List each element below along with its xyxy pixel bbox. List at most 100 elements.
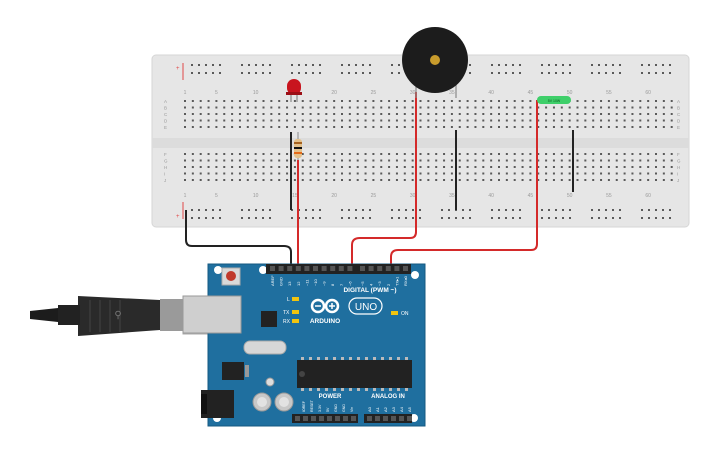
breadboard-hole[interactable] (545, 153, 548, 155)
breadboard-hole[interactable] (356, 159, 359, 162)
breadboard-hole[interactable] (325, 106, 328, 109)
rail-hole[interactable] (569, 64, 571, 66)
rail-hole[interactable] (498, 72, 500, 74)
rail-hole[interactable] (641, 64, 643, 66)
breadboard-hole[interactable] (231, 153, 234, 155)
breadboard-hole[interactable] (207, 106, 210, 109)
breadboard-hole[interactable] (207, 153, 210, 155)
breadboard-hole[interactable] (293, 172, 296, 175)
breadboard-hole[interactable] (482, 119, 485, 122)
breadboard-hole[interactable] (395, 166, 398, 168)
breadboard-hole[interactable] (317, 179, 320, 181)
breadboard-hole[interactable] (482, 100, 485, 102)
breadboard-hole[interactable] (600, 106, 603, 109)
breadboard-hole[interactable] (348, 106, 351, 109)
rail-hole[interactable] (548, 72, 550, 74)
breadboard-hole[interactable] (293, 113, 296, 115)
breadboard-hole[interactable] (411, 100, 414, 102)
breadboard-hole[interactable] (278, 100, 281, 102)
breadboard-hole[interactable] (364, 113, 367, 115)
breadboard-hole[interactable] (309, 166, 312, 168)
breadboard-hole[interactable] (537, 166, 540, 168)
breadboard-hole[interactable] (325, 100, 328, 102)
breadboard-hole[interactable] (325, 166, 328, 168)
piezo-buzzer[interactable] (402, 27, 468, 98)
breadboard-hole[interactable] (545, 179, 548, 181)
breadboard-hole[interactable] (403, 159, 406, 162)
breadboard-hole[interactable] (427, 126, 430, 128)
rail-hole[interactable] (562, 217, 564, 219)
breadboard-hole[interactable] (223, 126, 226, 128)
rail-hole[interactable] (212, 64, 214, 66)
breadboard-hole[interactable] (513, 119, 516, 122)
breadboard-hole[interactable] (552, 166, 555, 168)
breadboard-hole[interactable] (231, 179, 234, 181)
breadboard-hole[interactable] (427, 159, 430, 162)
breadboard-hole[interactable] (388, 106, 391, 109)
breadboard-hole[interactable] (372, 113, 375, 115)
breadboard-hole[interactable] (647, 126, 650, 128)
breadboard-hole[interactable] (278, 159, 281, 162)
breadboard-hole[interactable] (199, 113, 202, 115)
breadboard-hole[interactable] (568, 113, 571, 115)
breadboard-hole[interactable] (662, 159, 665, 162)
breadboard-hole[interactable] (403, 100, 406, 102)
breadboard-hole[interactable] (286, 119, 289, 122)
rail-hole[interactable] (448, 217, 450, 219)
breadboard-hole[interactable] (191, 100, 194, 102)
breadboard-hole[interactable] (231, 172, 234, 175)
breadboard-hole[interactable] (380, 126, 383, 128)
rail-hole[interactable] (555, 64, 557, 66)
breadboard-hole[interactable] (301, 166, 304, 168)
breadboard-hole[interactable] (270, 179, 273, 181)
breadboard-hole[interactable] (301, 172, 304, 175)
breadboard-hole[interactable] (238, 119, 241, 122)
rail-hole[interactable] (341, 64, 343, 66)
breadboard-hole[interactable] (568, 126, 571, 128)
breadboard-hole[interactable] (301, 119, 304, 122)
breadboard-hole[interactable] (403, 113, 406, 115)
breadboard-hole[interactable] (560, 159, 563, 162)
breadboard-hole[interactable] (498, 159, 500, 162)
breadboard-hole[interactable] (254, 166, 257, 168)
breadboard-hole[interactable] (560, 179, 563, 181)
breadboard-hole[interactable] (623, 179, 626, 181)
led[interactable] (286, 79, 302, 102)
breadboard-hole[interactable] (270, 153, 273, 155)
rail-hole[interactable] (369, 209, 371, 211)
breadboard-hole[interactable] (545, 166, 548, 168)
breadboard-hole[interactable] (364, 153, 367, 155)
breadboard-hole[interactable] (670, 179, 673, 181)
digital-pin[interactable] (385, 266, 391, 271)
breadboard-hole[interactable] (450, 166, 453, 168)
rail-hole[interactable] (312, 217, 314, 219)
rail-hole[interactable] (391, 64, 393, 66)
breadboard-hole[interactable] (309, 153, 312, 155)
rail-hole[interactable] (469, 217, 471, 219)
breadboard-hole[interactable] (435, 106, 438, 109)
digital-pin[interactable] (338, 266, 344, 271)
rail-hole[interactable] (291, 64, 293, 66)
breadboard-hole[interactable] (537, 119, 540, 122)
breadboard-hole[interactable] (521, 119, 524, 122)
breadboard-hole[interactable] (223, 159, 226, 162)
breadboard-hole[interactable] (521, 126, 524, 128)
breadboard-hole[interactable] (278, 119, 281, 122)
rail-hole[interactable] (455, 217, 457, 219)
breadboard-hole[interactable] (427, 172, 430, 175)
rail-hole[interactable] (569, 72, 571, 74)
breadboard-hole[interactable] (458, 126, 461, 128)
breadboard-hole[interactable] (498, 126, 500, 128)
breadboard-hole[interactable] (184, 153, 186, 155)
breadboard-hole[interactable] (223, 166, 226, 168)
power-pin[interactable] (311, 416, 316, 421)
breadboard-hole[interactable] (529, 172, 532, 175)
breadboard-hole[interactable] (341, 126, 343, 128)
breadboard-hole[interactable] (333, 172, 336, 175)
analog-pin[interactable] (407, 416, 412, 421)
breadboard-hole[interactable] (380, 119, 383, 122)
breadboard-hole[interactable] (380, 153, 383, 155)
breadboard-hole[interactable] (246, 166, 249, 168)
rail-hole[interactable] (562, 72, 564, 74)
breadboard-hole[interactable] (278, 166, 281, 168)
